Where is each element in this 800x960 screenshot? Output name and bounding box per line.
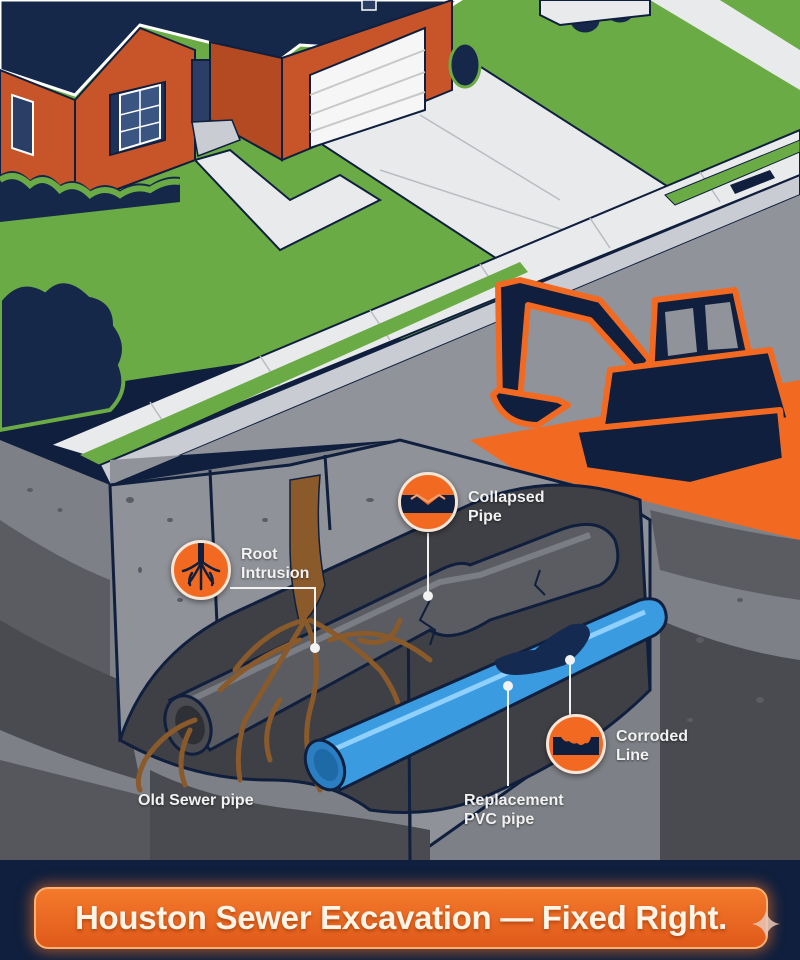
corroded-line-label: Corroded Line: [616, 728, 688, 764]
sparkle-icon: [752, 910, 780, 938]
corroded-line-callout-icon: [546, 714, 606, 774]
bush: [0, 279, 126, 433]
headline-banner: Houston Sewer Excavation — Fixed Right.: [34, 887, 768, 949]
excavator: [470, 277, 800, 560]
callout-leader-lines: [230, 533, 575, 786]
house: [0, 0, 651, 222]
yard-surface: [0, 0, 800, 487]
collapsed-pipe-icon: [401, 493, 455, 513]
old-sewer-pipe-label: Old Sewer pipe: [138, 792, 254, 809]
root-intrusion-label: Root Intrusion: [241, 546, 310, 582]
replacement-pvc-pipe-label: Replacement PVC pipe: [464, 792, 564, 828]
headline-text: Houston Sewer Excavation — Fixed Right.: [74, 899, 728, 936]
roots-icon: [181, 543, 221, 591]
root-intrusion-callout-icon: [171, 540, 231, 600]
corroded-line-icon: [553, 737, 599, 755]
collapsed-pipe-callout-icon: [398, 472, 458, 532]
collapsed-pipe-label: Collapsed Pipe: [468, 489, 545, 525]
